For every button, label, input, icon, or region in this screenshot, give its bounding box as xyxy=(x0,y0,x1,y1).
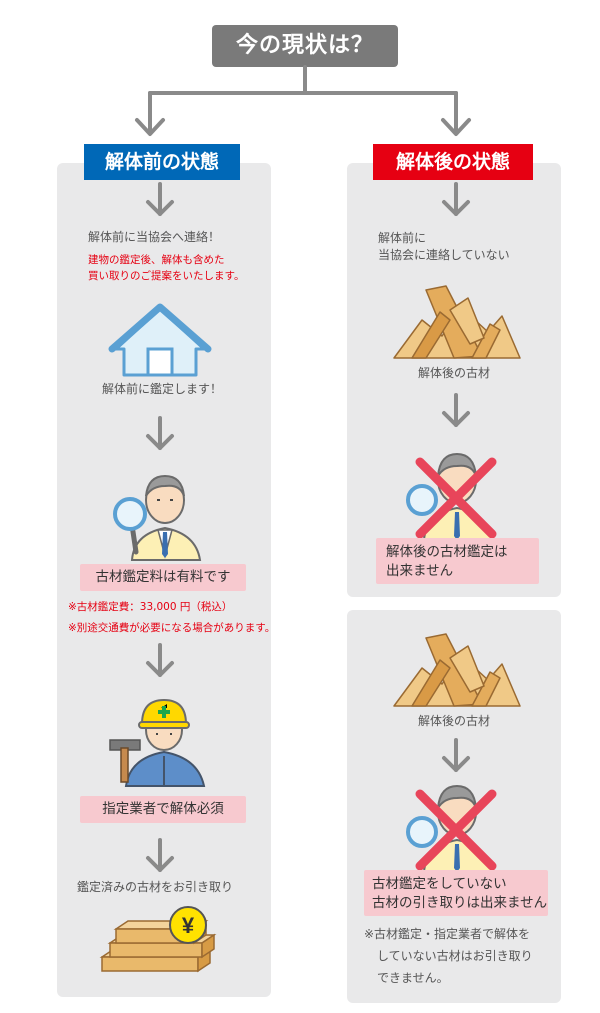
worker-hammer-icon xyxy=(109,698,206,787)
branch-connector xyxy=(135,65,471,136)
fee-note1: ※古材鑑定費：33,000 円（税込） xyxy=(68,601,233,613)
right-bottom-note-line3: できません。 xyxy=(377,971,449,985)
yen-symbol: ¥ xyxy=(182,913,195,938)
pickup-text: 鑑定済みの古材をお引き取り xyxy=(77,880,234,894)
appraiser-crossed-icon xyxy=(406,452,497,541)
right-bottom-box: 古材鑑定をしていない 古材の引き取りは出来ません xyxy=(364,870,548,916)
left-header: 解体前の状態 xyxy=(84,144,240,180)
right-bottom-wood-caption: 解体後の古材 xyxy=(418,714,491,728)
fee-note2: ※別途交通費が必要になる場合があります。 xyxy=(68,622,276,634)
appraiser-crossed-icon xyxy=(406,784,497,873)
page-title: 今の現状は？ xyxy=(212,25,398,67)
right-top-text-line1: 解体前に xyxy=(378,231,427,245)
wood-pile-icon xyxy=(393,285,521,359)
lumber-yen-icon: ¥ xyxy=(99,906,217,973)
right-bottom-note-line1: ※古材鑑定・指定業者で解体を xyxy=(364,927,531,941)
right-bottom-note-line2: していない古材はお引き取り xyxy=(377,949,533,963)
step1-note-line1: 建物の鑑定後、解体も含めた xyxy=(88,254,225,266)
right-bottom-box-line2: 古材の引き取りは出来ません xyxy=(372,895,548,911)
demolition-box: 指定業者で解体必須 xyxy=(80,796,246,823)
fee-box: 古材鑑定料は有料です xyxy=(80,564,246,591)
right-top-wood-caption: 解体後の古材 xyxy=(418,366,491,380)
step1-note-line2: 買い取りのご提案をいたします。 xyxy=(88,270,245,282)
right-header: 解体後の状態 xyxy=(373,144,533,180)
house-caption: 解体前に鑑定します！ xyxy=(102,382,223,396)
house-icon xyxy=(108,303,212,377)
appraiser-magnifier-icon xyxy=(113,474,202,561)
right-top-box-line1: 解体後の古材鑑定は xyxy=(386,544,508,560)
right-bottom-box-line1: 古材鑑定をしていない xyxy=(372,876,507,892)
right-top-text-line2: 当協会に連絡していない xyxy=(378,248,510,262)
step1-text: 解体前に当協会へ連絡！ xyxy=(88,230,221,244)
right-top-box: 解体後の古材鑑定は 出来ません xyxy=(376,538,539,584)
wood-pile-icon xyxy=(393,633,521,707)
right-top-box-line2: 出来ません xyxy=(386,563,454,579)
